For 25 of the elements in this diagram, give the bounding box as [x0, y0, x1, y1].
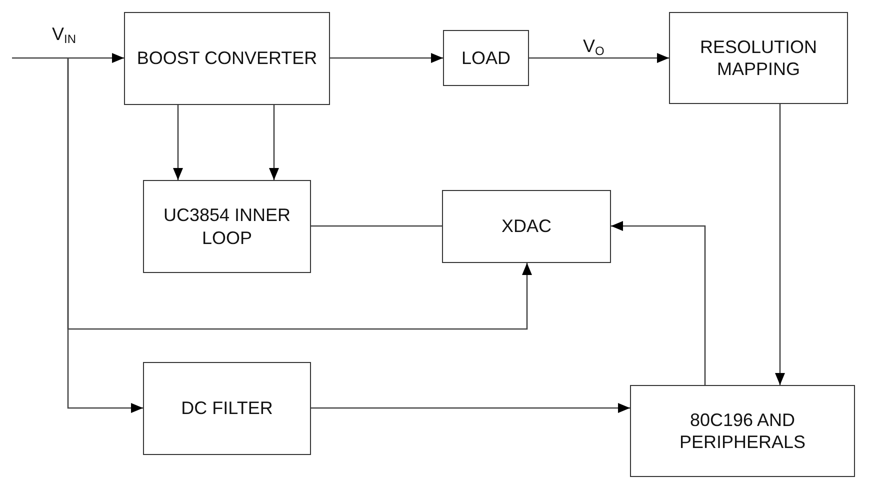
- arrow: [529, 53, 669, 63]
- block: [143, 180, 311, 273]
- block-label: BOOST CONVERTER: [136, 47, 318, 70]
- arrow: [12, 53, 124, 63]
- block: [630, 385, 855, 477]
- block: [442, 190, 611, 263]
- block: [124, 12, 330, 105]
- block: [669, 12, 848, 104]
- arrow: [775, 104, 785, 385]
- edge-label: V$_{O}$: [583, 36, 604, 57]
- arrow: [173, 105, 183, 180]
- arrow: [611, 221, 706, 385]
- arrow: [311, 403, 630, 413]
- block-label: 80C196 AND PERIPHERALS: [678, 408, 807, 454]
- block-label: UC3854 INNER LOOP: [162, 204, 292, 249]
- block: [143, 362, 311, 455]
- block-label: XDAC: [501, 215, 552, 238]
- arrow: [67, 58, 143, 413]
- block: [443, 30, 529, 86]
- arrow: [330, 53, 443, 63]
- arrow: [269, 105, 279, 180]
- edge-label: V$_{IN}$: [52, 24, 76, 45]
- block-label: LOAD: [461, 46, 511, 70]
- block-label: RESOLUTION MAPPING: [698, 36, 818, 80]
- block-label: DC FILTER: [181, 397, 273, 420]
